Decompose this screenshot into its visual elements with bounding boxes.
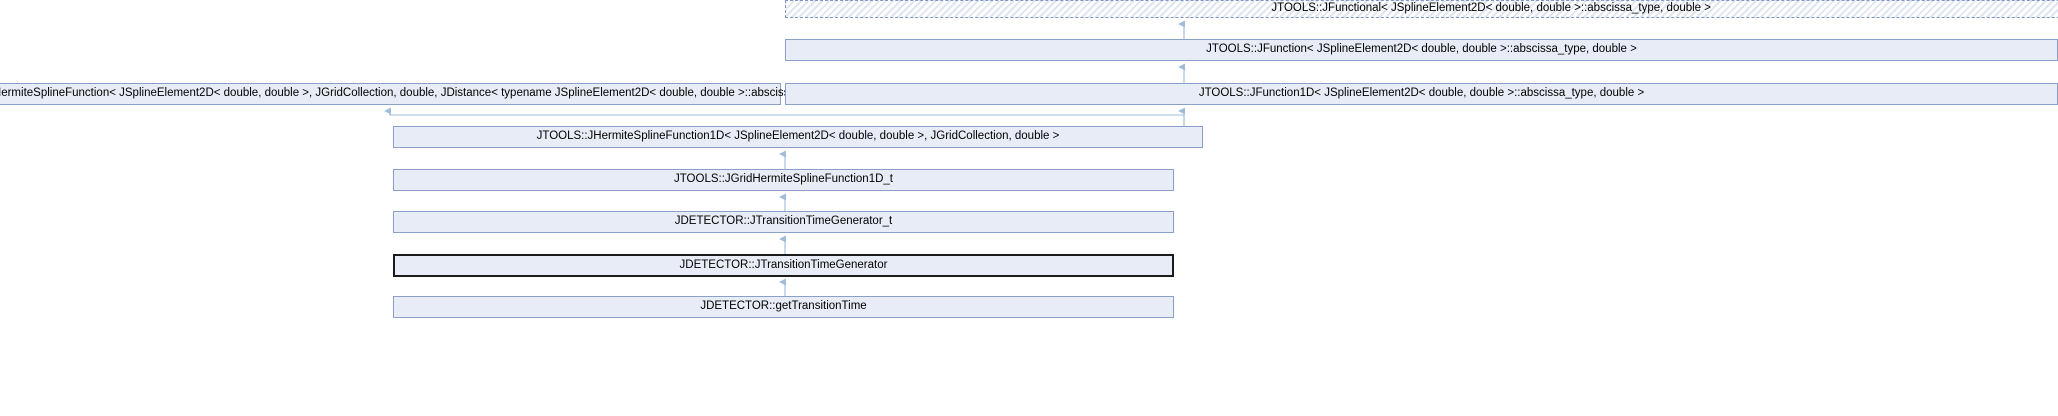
class-node-jtransitiontimegenerator-t[interactable]: JDETECTOR::JTransitionTimeGenerator_t <box>393 211 1174 233</box>
class-node-gettransitiontime[interactable]: JDETECTOR::getTransitionTime <box>393 296 1174 318</box>
class-node-label: JTOOLS::JGridHermiteSplineFunction1D_t <box>673 173 893 186</box>
class-node-jhermitesplinefunction[interactable]: JTOOLS::JHermiteSplineFunction< JSplineE… <box>0 83 844 105</box>
class-node-jfunction1d[interactable]: JTOOLS::JFunction1D< JSplineElement2D< d… <box>785 83 2058 105</box>
class-node-jtransitiontimegenerator[interactable]: JDETECTOR::JTransitionTimeGenerator <box>393 254 1174 277</box>
class-node-label: JDETECTOR::JTransitionTimeGenerator_t <box>674 215 893 228</box>
class-node-label: JTOOLS::JHermiteSplineFunction< JSplineE… <box>0 87 844 100</box>
class-node-jfunctional[interactable]: JTOOLS::JFunctional< JSplineElement2D< d… <box>785 0 2058 18</box>
edge-jhermitesplinefunction1d-to-jhermitesplinefunction <box>384 107 1185 126</box>
class-node-label: JTOOLS::JFunctional< JSplineElement2D< d… <box>1271 2 1711 15</box>
class-node-label: JDETECTOR::JTransitionTimeGenerator <box>679 258 888 271</box>
class-node-jgridhermitesplinefunction1d-t[interactable]: JTOOLS::JGridHermiteSplineFunction1D_t <box>393 169 1174 191</box>
class-node-label: JTOOLS::JFunction1D< JSplineElement2D< d… <box>1198 87 1645 100</box>
class-node-label: JTOOLS::JFunction< JSplineElement2D< dou… <box>1206 43 1637 56</box>
class-node-label: JDETECTOR::getTransitionTime <box>700 300 867 313</box>
class-node-jfunction[interactable]: JTOOLS::JFunction< JSplineElement2D< dou… <box>785 39 2058 61</box>
class-node-label: JTOOLS::JHermiteSplineFunction1D< JSplin… <box>536 130 1060 143</box>
class-node-jhermitesplinefunction1d[interactable]: JTOOLS::JHermiteSplineFunction1D< JSplin… <box>393 126 1203 148</box>
